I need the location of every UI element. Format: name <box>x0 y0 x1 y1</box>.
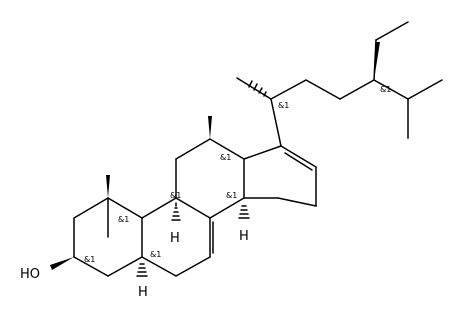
c20-hash <box>248 80 267 97</box>
h14-hash <box>238 205 250 219</box>
h5-label: H <box>138 285 148 300</box>
h14-label: H <box>239 229 249 244</box>
ethyl-wedge <box>374 42 380 80</box>
methyl-c13-wedge <box>208 116 212 139</box>
stereo-mark-c14: &1 <box>226 191 237 200</box>
hydroxyl-wedge <box>50 257 74 270</box>
stereo-mark-c5: &1 <box>150 250 161 259</box>
h9-hash <box>171 202 181 221</box>
hydroxyl-label: HO <box>20 267 40 282</box>
ring-a <box>73 197 143 277</box>
stereo-bonds <box>50 42 380 277</box>
ring-d <box>243 145 317 207</box>
stereo-mark-c20: &1 <box>278 101 289 110</box>
stereo-mark-c13: &1 <box>220 153 231 162</box>
stereo-mark-c3: &1 <box>84 255 95 264</box>
methyl-c10-wedge <box>106 175 110 198</box>
side-chain <box>236 21 443 147</box>
h5-hash <box>136 263 148 277</box>
stereo-mark-c9: &1 <box>170 191 181 200</box>
stereo-mark-c24: &1 <box>380 85 391 94</box>
ring-c <box>175 138 245 219</box>
ring-b <box>141 197 214 277</box>
h9-label: H <box>170 231 180 246</box>
stereo-mark-c10: &1 <box>118 215 129 224</box>
